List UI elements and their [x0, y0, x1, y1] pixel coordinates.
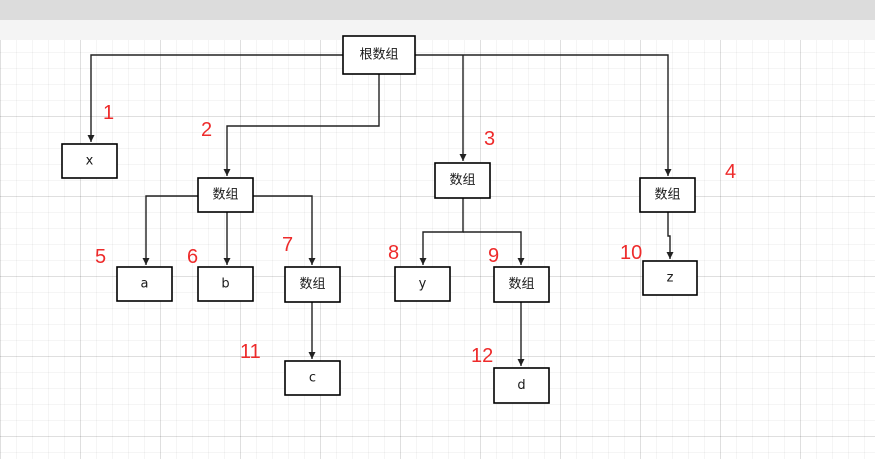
- node-y[interactable]: y: [394, 266, 451, 302]
- edge-arr2-arr7: [253, 195, 316, 265]
- node-label: 数组: [449, 173, 475, 188]
- node-label: c: [309, 371, 316, 386]
- order-label-9: 9: [488, 245, 499, 267]
- order-label-7: 7: [282, 234, 293, 256]
- node-z[interactable]: z: [642, 260, 698, 296]
- order-label-12: 12: [471, 345, 493, 367]
- order-label-2: 2: [201, 119, 212, 141]
- order-label-5: 5: [95, 246, 106, 268]
- edge-root-arr2: [223, 74, 380, 176]
- edge-arr3-arr9: [463, 231, 525, 265]
- node-label: 根数组: [359, 48, 398, 63]
- node-label: 数组: [654, 188, 680, 203]
- order-label-8: 8: [388, 242, 399, 264]
- edge-arr2-a: [142, 195, 198, 265]
- node-c[interactable]: c: [284, 360, 341, 396]
- edge-root-x: [87, 54, 343, 142]
- node-array-4[interactable]: 数组: [639, 177, 696, 213]
- node-label: z: [667, 271, 674, 286]
- node-d[interactable]: d: [493, 367, 550, 404]
- node-root[interactable]: 根数组: [342, 35, 416, 75]
- node-label: x: [86, 154, 94, 169]
- edge-arr3-y: [419, 198, 464, 265]
- edge-root-arr4: [415, 54, 672, 176]
- node-array-3[interactable]: 数组: [434, 162, 491, 199]
- node-label: b: [221, 277, 229, 292]
- node-label: d: [517, 378, 525, 393]
- node-label: a: [141, 277, 149, 292]
- order-label-4: 4: [725, 161, 736, 183]
- node-a[interactable]: a: [116, 266, 173, 302]
- order-label-10: 10: [620, 242, 642, 264]
- edges: [87, 54, 674, 366]
- node-b[interactable]: b: [197, 266, 254, 302]
- order-label-1: 1: [103, 102, 114, 124]
- order-label-3: 3: [484, 128, 495, 150]
- window-top-bar: [0, 0, 875, 20]
- node-label: 数组: [299, 277, 325, 292]
- order-label-11: 11: [240, 341, 261, 363]
- node-array-2[interactable]: 数组: [197, 177, 254, 213]
- node-array-7[interactable]: 数组: [284, 266, 341, 303]
- node-array-9[interactable]: 数组: [493, 266, 550, 303]
- order-label-6: 6: [187, 246, 198, 268]
- order-labels: 1 2 3 4 5 6 7 8 9 10 11 12: [95, 102, 736, 367]
- node-label: 数组: [212, 188, 238, 203]
- node-label: 数组: [508, 277, 534, 292]
- node-x[interactable]: x: [61, 143, 118, 179]
- edge-arr4-z: [666, 212, 674, 259]
- node-label: y: [419, 277, 427, 292]
